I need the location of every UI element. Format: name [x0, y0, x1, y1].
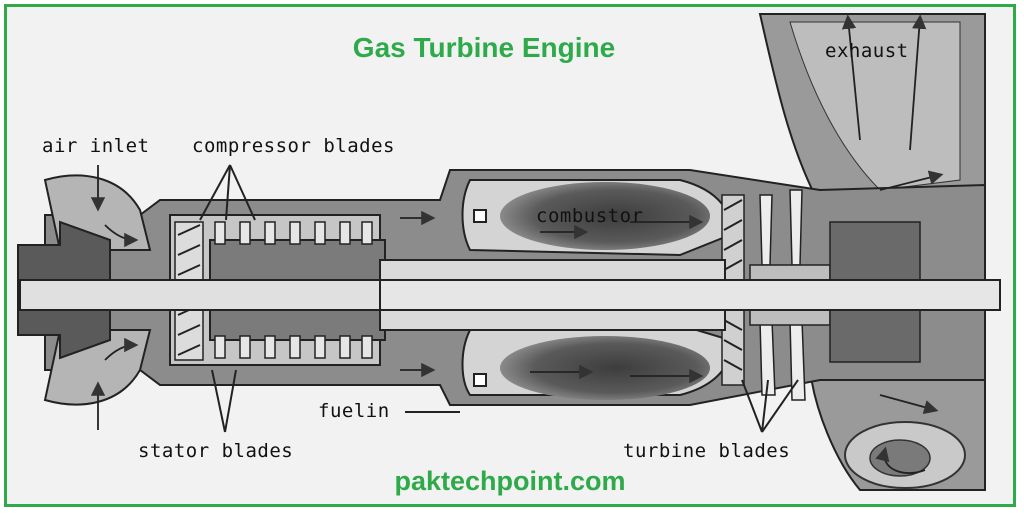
stator-blades-lower [214, 335, 373, 359]
diagram-title: Gas Turbine Engine [352, 32, 616, 63]
label-stator-blades: stator blades [138, 440, 294, 462]
fuel-nozzle-lower [473, 373, 487, 387]
flow-arrows [90, 14, 944, 474]
label-air-inlet: air inlet [42, 135, 150, 157]
label-leaders [199, 164, 799, 433]
combustor-flame-upper [500, 182, 710, 250]
label-compressor-blades: compressor blades [192, 135, 395, 157]
label-turbine-blades: turbine blades [623, 440, 791, 462]
compressor-blades-upper [214, 221, 373, 245]
label-combustor: combustor [536, 205, 644, 227]
label-exhaust: exhaust [825, 40, 909, 62]
turbine-blades-set [759, 189, 806, 401]
main-shaft-center [379, 279, 1001, 311]
website-watermark: paktechpoint.com [394, 466, 626, 496]
combustor-flame-lower [500, 336, 710, 400]
label-fuel-in: fuelin [318, 400, 390, 422]
fuel-nozzle-upper [473, 209, 487, 223]
